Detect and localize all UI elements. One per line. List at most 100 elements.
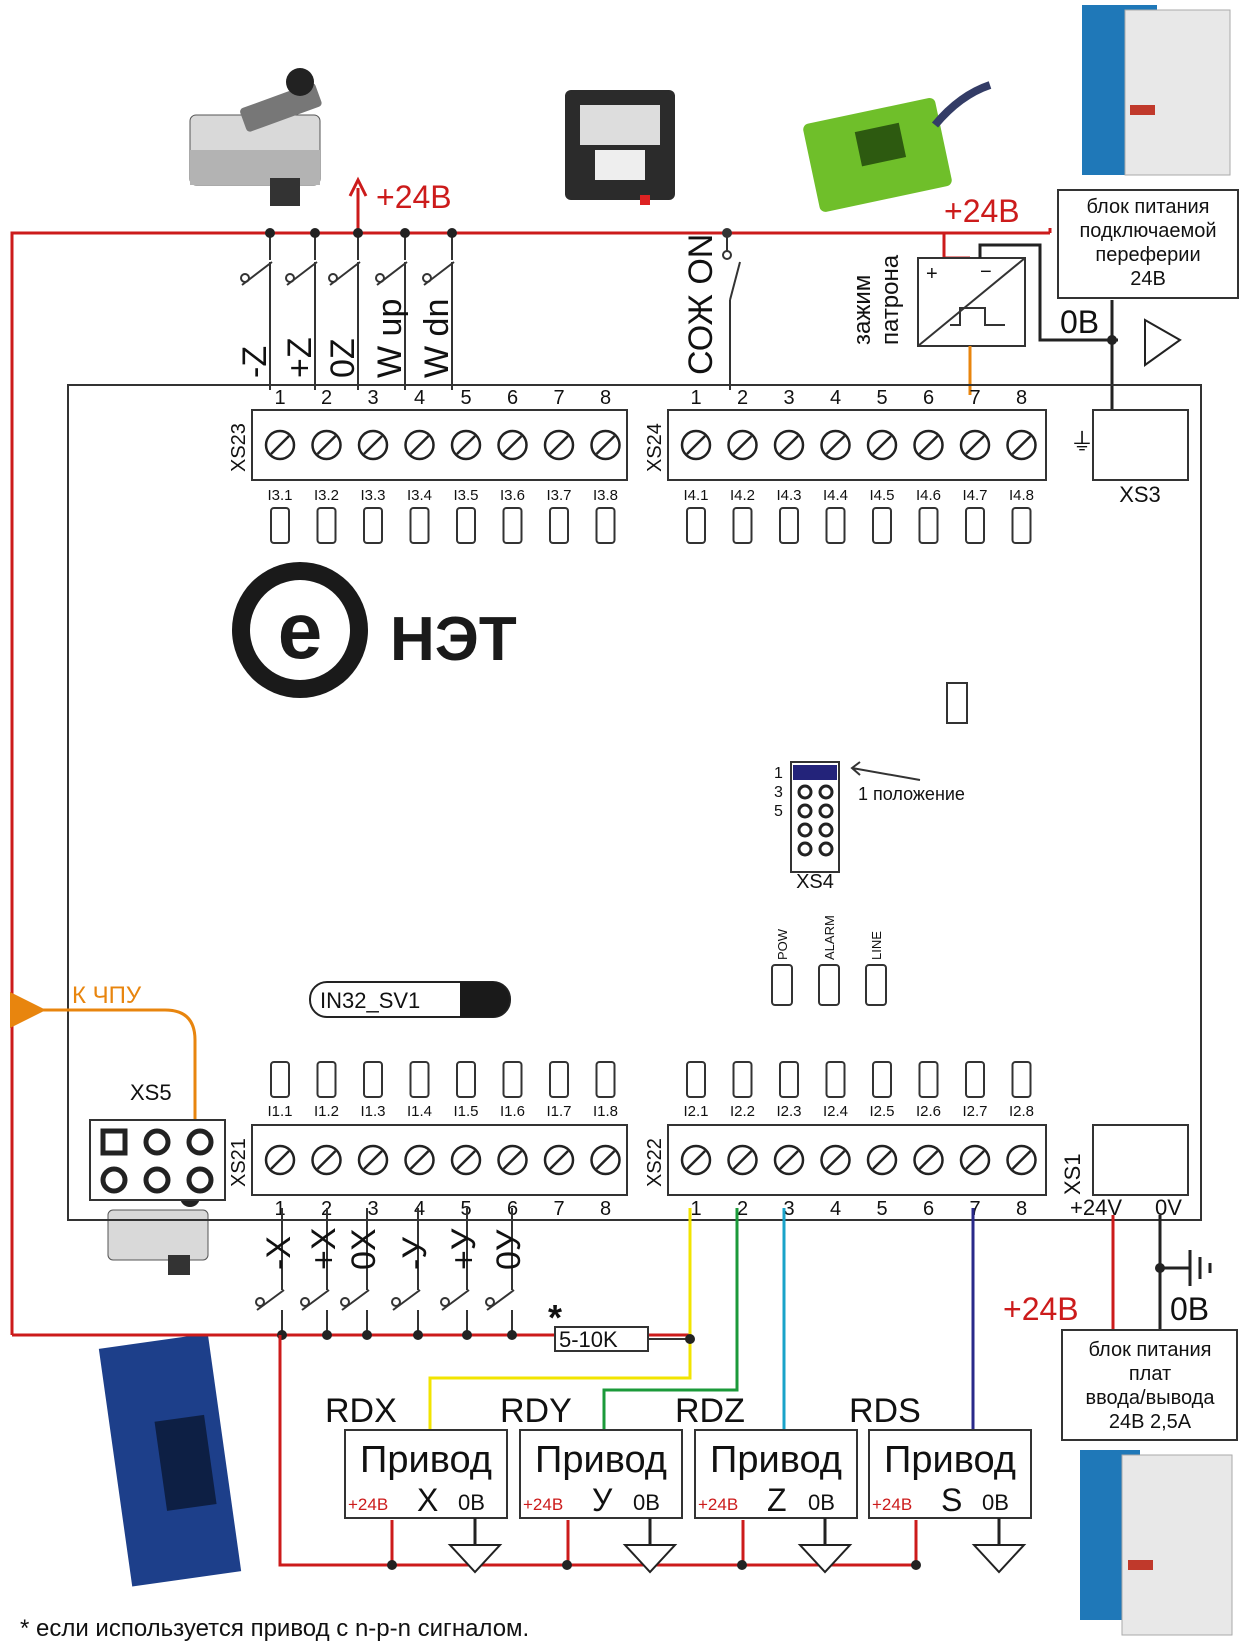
xs22-input-led bbox=[965, 1061, 985, 1098]
xs24-pin-number: 1 bbox=[690, 387, 701, 409]
drive-plus-label: +24В bbox=[872, 1495, 912, 1514]
xs23-screw-slot bbox=[549, 435, 569, 455]
xs23-pin-number: 8 bbox=[600, 387, 611, 409]
switch-contact bbox=[340, 1297, 350, 1307]
drive-signal-label: RDX bbox=[325, 1392, 397, 1430]
xs24-pin-number: 3 bbox=[783, 387, 794, 409]
earth-ground-icon bbox=[1188, 1250, 1212, 1286]
xs23-input-led bbox=[549, 507, 569, 544]
led-label: ALARM bbox=[822, 915, 837, 960]
xs4-pin bbox=[797, 803, 813, 819]
junction-dot bbox=[310, 228, 320, 238]
xs24-pin-number: 8 bbox=[1016, 387, 1027, 409]
limit-switch-picture-top bbox=[189, 68, 322, 206]
switch-lever bbox=[329, 261, 361, 286]
drive-axis-label: Z bbox=[767, 1482, 787, 1518]
drive-title: Привод bbox=[360, 1439, 492, 1481]
xs23-input-led bbox=[270, 507, 290, 544]
cnc-label: К ЧПУ bbox=[72, 982, 142, 1009]
board-name-badge bbox=[309, 981, 511, 1018]
xs21-screw-slot bbox=[409, 1150, 430, 1170]
xs5-pin bbox=[186, 1128, 214, 1156]
coolant-switch bbox=[722, 233, 741, 390]
drive-signal-label: RDS bbox=[849, 1392, 921, 1430]
xs22-screw-slot bbox=[732, 1150, 753, 1170]
switch-contact bbox=[255, 1297, 265, 1307]
psu-io-line-2: плат bbox=[1129, 1363, 1171, 1385]
xs5-label: XS5 bbox=[130, 1080, 172, 1105]
drive-plus-label: +24В bbox=[698, 1495, 738, 1514]
xs22-input-label: I2.1 bbox=[683, 1103, 708, 1120]
xs24-input-label: I4.7 bbox=[962, 487, 987, 504]
xs23-pin-number: 4 bbox=[414, 387, 425, 409]
xs22-input-label: I2.4 bbox=[823, 1103, 848, 1120]
xs22-input-led bbox=[1011, 1061, 1032, 1098]
xs23-label: XS23 bbox=[228, 423, 250, 472]
xs21-input-label: I1.4 bbox=[407, 1103, 432, 1120]
xs4-pin bbox=[818, 803, 834, 819]
drive-ground-icon bbox=[797, 1544, 853, 1574]
xs24-pin-number: 6 bbox=[923, 387, 934, 409]
xs4-jumper-block bbox=[790, 761, 840, 873]
xs22-label: XS22 bbox=[644, 1138, 666, 1187]
cnc-link-wire bbox=[9, 992, 197, 1122]
status-led bbox=[818, 964, 840, 1006]
junction-dot bbox=[353, 228, 363, 238]
xs3-label: XS3 bbox=[1119, 482, 1161, 507]
drive-title: Привод bbox=[535, 1439, 667, 1481]
board-name-text: IN32_SV1 bbox=[320, 988, 420, 1013]
xs24-screw-slot bbox=[779, 435, 799, 455]
xs21-screw-slot bbox=[270, 1150, 290, 1170]
xs24-input-label: I4.2 bbox=[730, 487, 755, 504]
xs22-input-label: I2.5 bbox=[869, 1103, 894, 1120]
chuck-sensor-symbol bbox=[917, 257, 1026, 347]
drive-axis-label: S bbox=[941, 1482, 962, 1518]
drive-title: Привод bbox=[884, 1439, 1016, 1481]
io-supply-label: +24В bbox=[1003, 1291, 1079, 1327]
drive-box bbox=[519, 1429, 683, 1519]
xs22-pin-number: 3 bbox=[783, 1198, 794, 1220]
drive-axis-label: У bbox=[592, 1482, 613, 1518]
xs21-screw-slot bbox=[502, 1150, 523, 1170]
xs5-pin bbox=[100, 1166, 128, 1194]
xs24-screw-slot bbox=[825, 435, 846, 455]
xs24-screw-slot bbox=[686, 435, 706, 455]
resistor-symbol bbox=[554, 1326, 649, 1352]
xs21-screw-slot bbox=[316, 1150, 337, 1170]
xs23-screw-slot bbox=[316, 435, 337, 455]
switch-contact bbox=[485, 1297, 495, 1307]
xs23-screw-slot bbox=[456, 435, 476, 455]
sensor-plus: + bbox=[926, 263, 938, 285]
junction-dot bbox=[413, 1330, 423, 1340]
xs22-input-led bbox=[825, 1061, 846, 1098]
switch-lever bbox=[423, 261, 455, 286]
xs21-screw-slot bbox=[549, 1150, 569, 1170]
xs21-input-label: I1.1 bbox=[267, 1103, 292, 1120]
footnote: * если используется привод с n-p-n сигна… bbox=[20, 1615, 529, 1641]
xs23-screw-slot bbox=[363, 435, 383, 455]
xs4-pin bbox=[818, 822, 834, 838]
top-switch-label: 0Z bbox=[324, 338, 362, 378]
psu-picture-bottom bbox=[1080, 1450, 1233, 1636]
xs21-input-led bbox=[456, 1061, 476, 1098]
xs23-screw-slot bbox=[270, 435, 290, 455]
xs21-input-led bbox=[549, 1061, 569, 1098]
drive-ground-icon bbox=[447, 1544, 503, 1574]
junction-dot bbox=[562, 1560, 572, 1570]
xs21-input-led bbox=[502, 1061, 523, 1098]
xs22-input-label: I2.3 bbox=[776, 1103, 801, 1120]
xs22-input-led bbox=[779, 1061, 799, 1098]
xs23-input-label: I3.4 bbox=[407, 487, 432, 504]
junction-dot bbox=[507, 1330, 517, 1340]
xs22-pin-number: 6 bbox=[923, 1198, 934, 1220]
xs24-pin-number: 2 bbox=[737, 387, 748, 409]
drive-zero-label: 0В bbox=[808, 1490, 835, 1515]
xs24-input-label: I4.5 bbox=[869, 487, 894, 504]
xs23-input-label: I3.1 bbox=[267, 487, 292, 504]
xs23-input-led bbox=[363, 507, 383, 544]
top-switch-label: W up bbox=[371, 299, 409, 378]
xs22-screw-slot bbox=[779, 1150, 799, 1170]
